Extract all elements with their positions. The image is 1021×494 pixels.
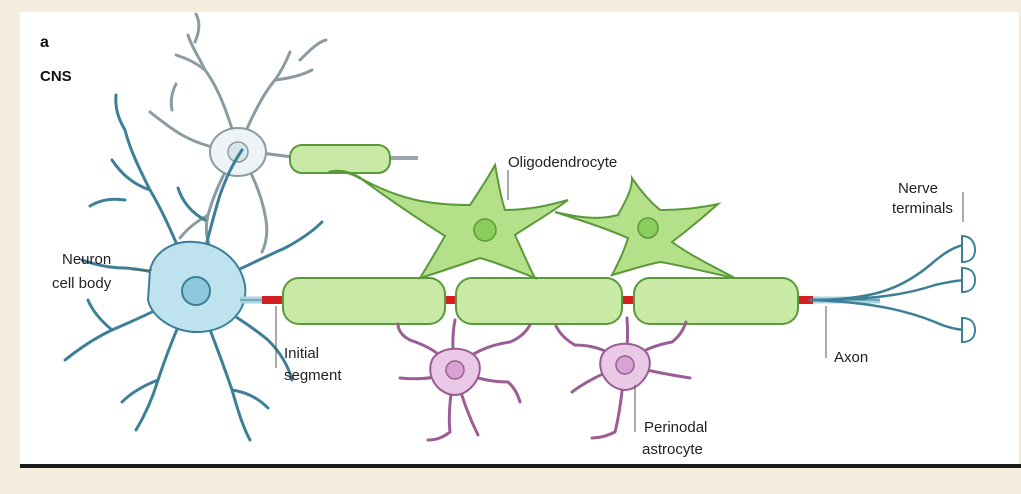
myelin-segment-1 <box>282 277 446 325</box>
label-neuron-cell-body-line2: cell body <box>52 275 112 292</box>
node-of-ranvier-2 <box>620 296 636 304</box>
oligodendrocyte-1 <box>328 162 569 280</box>
initial-segment-red <box>262 296 284 304</box>
myelin-segment-2 <box>455 277 623 325</box>
panel-letter: a <box>40 34 49 51</box>
label-nerve-terminals-line1: Nerve <box>898 180 938 197</box>
label-perinodal-astrocyte-line2: astrocyte <box>642 441 703 458</box>
nerve-terminal-boutons <box>961 234 977 344</box>
label-initial-segment-line2: segment <box>284 367 342 384</box>
node-of-ranvier-3 <box>795 296 813 304</box>
leader-lines <box>132 170 964 432</box>
second-neuron-nucleus <box>227 141 249 163</box>
top-myelin-segment <box>289 144 391 174</box>
figure-panel <box>20 12 1019 464</box>
label-initial-segment-line1: Initial <box>284 345 319 362</box>
oligodendrocyte-2 <box>554 174 736 279</box>
nerve-terminals <box>808 242 970 332</box>
panel-title: CNS <box>40 68 72 85</box>
label-oligodendrocyte: Oligodendrocyte <box>508 154 617 171</box>
perinodal-astrocyte-2 <box>554 316 692 440</box>
main-neuron-nucleus <box>181 276 211 306</box>
perinodal-astrocyte-1 <box>396 318 532 442</box>
label-perinodal-astrocyte-line1: Perinodal <box>644 419 707 436</box>
myelin-segment-3 <box>633 277 799 325</box>
label-nerve-terminals-line2: terminals <box>892 200 953 217</box>
second-neuron <box>148 12 328 254</box>
label-axon: Axon <box>834 349 868 366</box>
bottom-rule <box>20 464 1021 468</box>
node-of-ranvier-1 <box>442 296 458 304</box>
label-neuron-cell-body-line1: Neuron <box>62 251 111 268</box>
